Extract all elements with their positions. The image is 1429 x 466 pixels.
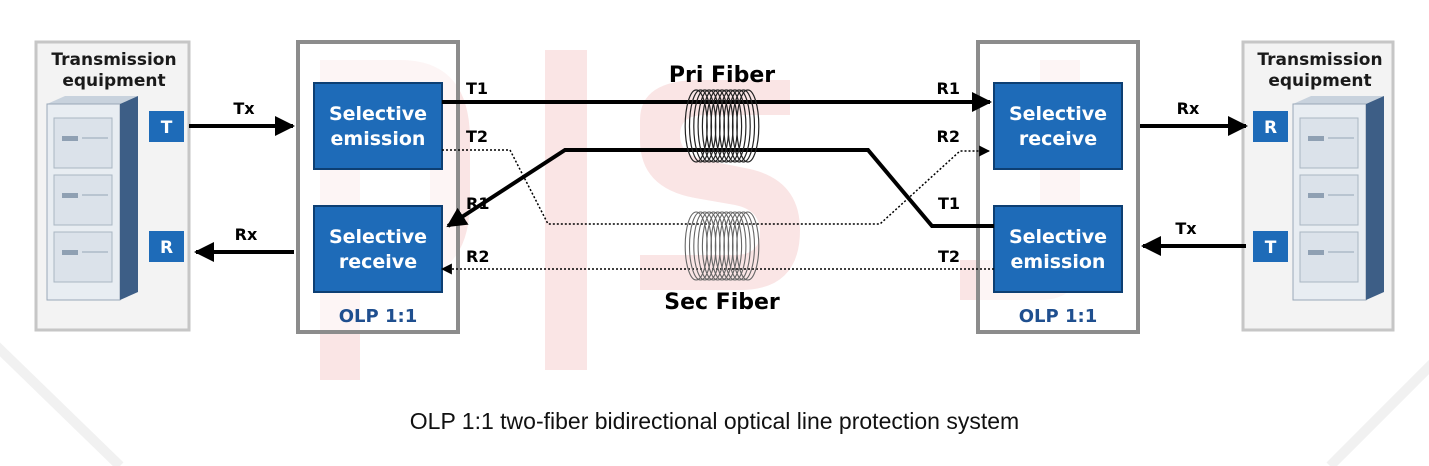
left-r1-label: R1 [466, 194, 489, 213]
fiber-loop [727, 89, 751, 163]
left-port-t [149, 111, 184, 142]
right-port-r [1253, 111, 1288, 142]
left-selective-emission-box [313, 82, 443, 170]
right-transmission-equipment: Transmission equipment R T [1241, 40, 1395, 332]
right-equipment-title-line2: equipment [1268, 71, 1371, 91]
primary-fiber-coil [684, 89, 760, 163]
left-bottom-box-line2: receive [339, 251, 417, 273]
right-bottom-box-line1: Selective [1009, 226, 1107, 248]
equipment-links [189, 116, 1248, 262]
right-equipment-title-line1: Transmission [1257, 50, 1382, 70]
right-r2-label: R2 [937, 127, 960, 146]
left-olp-unit: Selective emission Selective receive OLP… [296, 40, 460, 334]
fiber-loop [736, 89, 760, 163]
left-rx-label: Rx [235, 225, 258, 244]
left-bottom-box-line1: Selective [329, 226, 427, 248]
left-top-box-line1: Selective [329, 103, 427, 125]
right-top-box-line2: receive [1019, 128, 1097, 150]
left-olp-footer: OLP 1:1 [339, 306, 417, 327]
fiber-loop [736, 211, 760, 281]
fiber-loop [727, 211, 751, 281]
right-bottom-box-line2: emission [1011, 251, 1106, 273]
figure-caption: OLP 1:1 two-fiber bidirectional optical … [0, 404, 1429, 438]
fiber-loop [731, 89, 756, 163]
left-r2-label: R2 [466, 247, 489, 266]
primary-fiber-label: Pri Fiber [669, 63, 775, 88]
right-tx-label: Tx [1175, 219, 1197, 238]
left-rack-icon [46, 96, 138, 301]
left-port-r [149, 231, 184, 262]
left-t1-label: T1 [466, 79, 488, 98]
right-t1-label: T1 [938, 194, 960, 213]
fiber-loop [723, 89, 747, 163]
fiber-loop [719, 211, 743, 281]
right-rx-label: Rx [1177, 99, 1200, 118]
right-selective-emission-box [993, 205, 1123, 293]
right-top-box-line1: Selective [1009, 103, 1107, 125]
caption-text: OLP 1:1 two-fiber bidirectional optical … [405, 407, 1024, 435]
right-port-r-label: R [1264, 118, 1277, 138]
left-transmission-equipment: Transmission equipment T R [34, 40, 191, 332]
fiber-loop [718, 89, 743, 163]
left-port-t-label: T [161, 118, 173, 138]
right-r1-label: R1 [937, 79, 960, 98]
fiber-loop [723, 211, 747, 281]
secondary-fiber-label: Sec Fiber [664, 290, 780, 315]
corner-decoration [0, 342, 1429, 466]
left-equipment-title-line2: equipment [62, 71, 165, 91]
right-t2-label: T2 [938, 247, 960, 266]
left-selective-receive-box [313, 205, 443, 293]
right-t1-to-left-r1-path [446, 148, 994, 228]
left-t2-label: T2 [466, 127, 488, 146]
right-rack-icon [1292, 96, 1384, 301]
right-port-t-label: T [1265, 238, 1277, 258]
port-labels: T1 T2 R1 R2 R1 R2 T1 T2 [466, 79, 960, 266]
left-port-r-label: R [160, 238, 173, 258]
right-selective-receive-box [993, 82, 1123, 170]
fiber-loop [731, 211, 756, 281]
right-port-t [1253, 231, 1288, 262]
right-olp-footer: OLP 1:1 [1019, 306, 1097, 327]
secondary-fiber-coil [684, 211, 760, 281]
left-tx-label: Tx [233, 99, 255, 118]
right-olp-unit: Selective receive Selective emission OLP… [976, 40, 1140, 334]
left-top-box-line2: emission [331, 128, 426, 150]
left-equipment-title-line1: Transmission [51, 50, 176, 70]
